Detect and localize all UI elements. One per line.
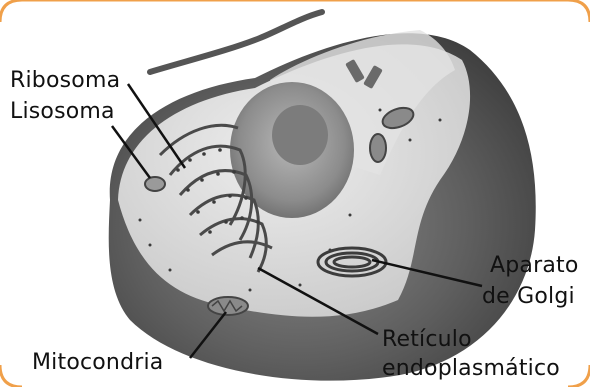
- frame-bottom-left-border: [0, 365, 22, 387]
- frame-bottom-right-border: [568, 365, 590, 387]
- label-ribosoma: Ribosoma: [10, 68, 120, 94]
- lysosome: [145, 177, 165, 191]
- label-lisosoma: Lisosoma: [10, 99, 115, 125]
- label-aparato-line2: de Golgi: [482, 284, 575, 310]
- label-reticulo-line1: Retículo: [382, 327, 472, 353]
- nucleolus: [272, 105, 328, 165]
- label-reticulo-line2: endoplasmático: [382, 356, 560, 382]
- frame-top-border: [0, 0, 590, 22]
- label-mitocondria: Mitocondria: [32, 350, 163, 376]
- label-aparato-line1: Aparato: [490, 253, 579, 279]
